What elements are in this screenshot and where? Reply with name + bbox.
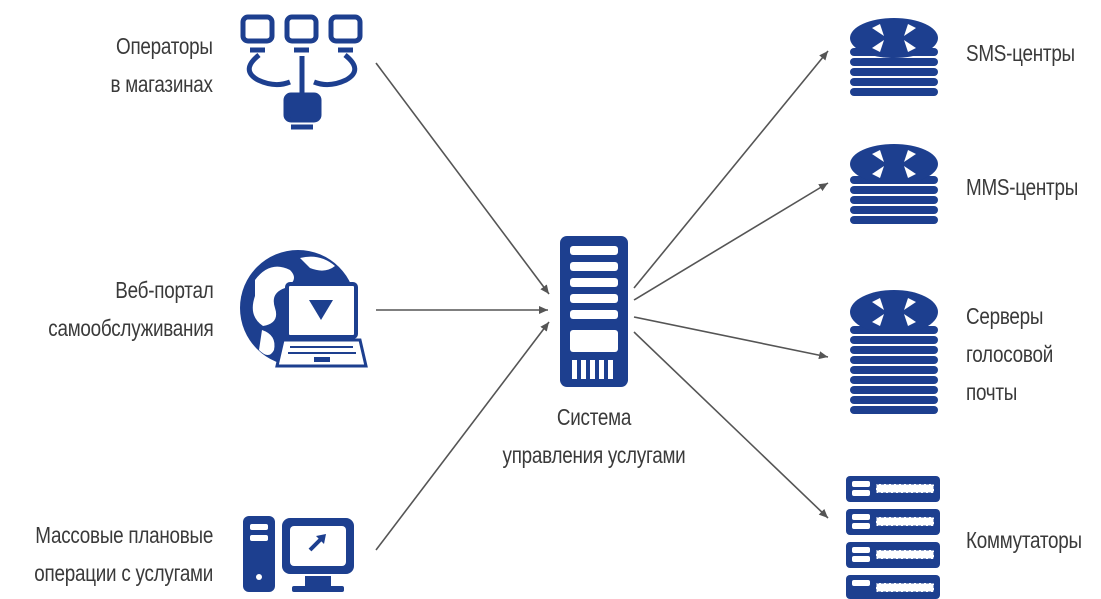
label-mms-centers: MMS-центры xyxy=(966,174,1079,200)
router-stack-icon xyxy=(850,18,938,96)
label-voicemail-servers: Серверы голосовой почты xyxy=(966,303,1053,405)
label-service-management-system: Система управления услугами xyxy=(502,404,686,468)
switch-stack-icon xyxy=(846,476,940,599)
server-icon xyxy=(560,236,628,387)
arrow-batch-to-system xyxy=(375,321,550,551)
web-portal-icon xyxy=(240,250,368,368)
batch-operations-icon xyxy=(243,516,354,592)
label-switches: Коммутаторы xyxy=(966,527,1082,553)
label-web-portal: Веб-портал самообслуживания xyxy=(47,277,213,341)
router-stack-icon xyxy=(850,290,938,414)
router-stack-icon xyxy=(850,144,938,224)
arrow-system-to-mms xyxy=(633,182,829,301)
label-store-operators: Операторы в магазинах xyxy=(110,33,214,97)
arrow-system-to-sms xyxy=(633,50,829,289)
store-operators-icon xyxy=(240,14,363,130)
arrow-system-to-switches xyxy=(633,331,829,519)
arrow-operators-to-system xyxy=(375,62,550,295)
label-sms-centers: SMS-центры xyxy=(966,40,1075,66)
label-batch-operations: Массовые плановые операции с услугами xyxy=(34,522,213,586)
arrow-system-to-voicemail xyxy=(633,316,829,360)
